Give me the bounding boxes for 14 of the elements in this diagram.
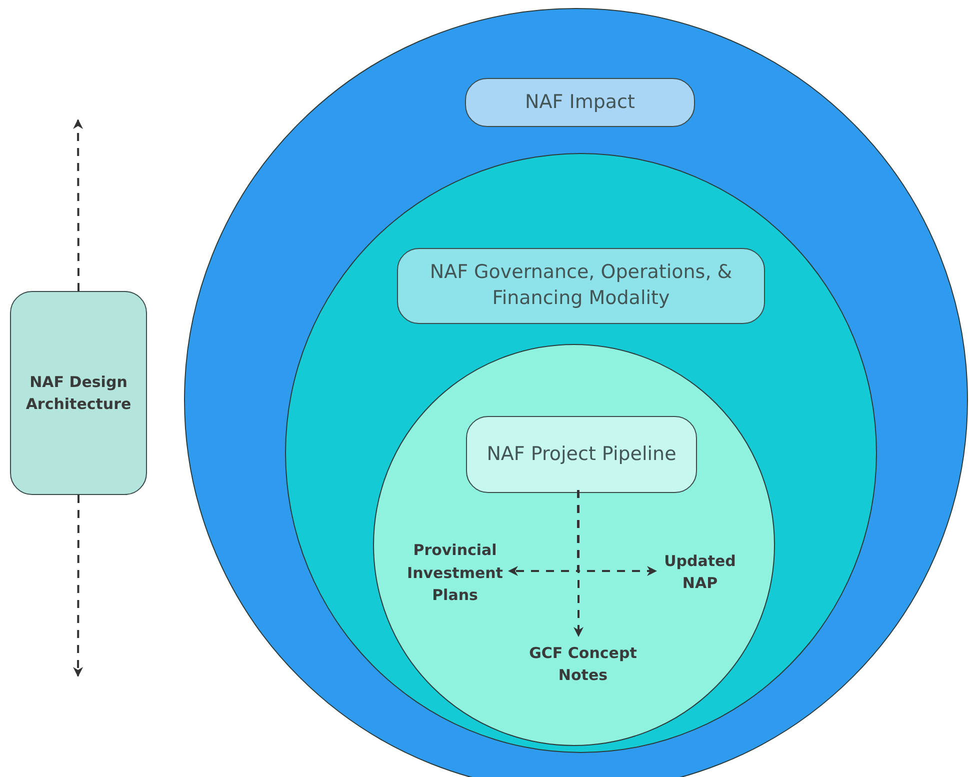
node-text: NAF Project Pipeline xyxy=(486,442,676,467)
node-text: NAF Impact xyxy=(525,90,635,115)
dashed-arrow xyxy=(574,490,584,637)
node-text: NAF Design Architecture xyxy=(24,372,132,415)
node-label: GCF Concept Notes xyxy=(519,639,647,689)
process-box xyxy=(10,291,147,495)
dashed-arrow xyxy=(73,119,84,291)
pill-box xyxy=(465,78,695,127)
pill-box xyxy=(397,248,765,324)
node-text: NAF Governance, Operations, & Financing Modality xyxy=(428,260,734,311)
pill-box xyxy=(466,416,697,493)
node-label: Updated NAP xyxy=(659,547,741,597)
node-label: Provincial Investment Plans xyxy=(398,535,512,611)
dashed-arrow xyxy=(73,495,84,677)
